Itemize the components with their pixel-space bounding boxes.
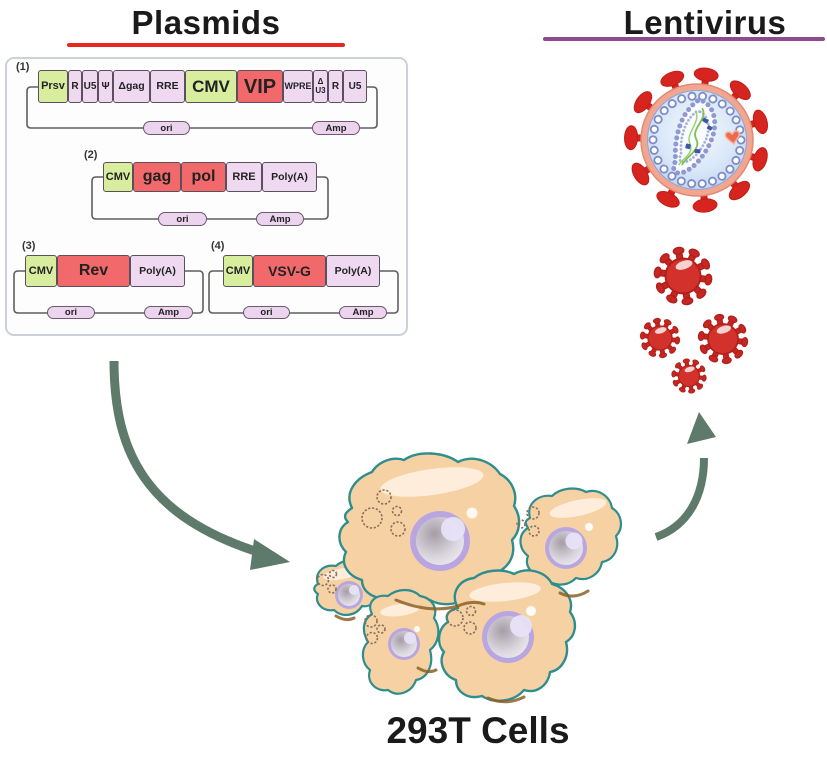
p3-amp: Amp bbox=[144, 306, 193, 319]
cell bbox=[437, 569, 577, 702]
plasmid2-number: (2) bbox=[84, 149, 98, 161]
lentivirus-underline bbox=[543, 37, 825, 41]
release-arrowhead bbox=[687, 412, 716, 444]
envelope-spikes bbox=[624, 67, 769, 213]
cell bbox=[338, 452, 527, 608]
p1-seg-du3: Δ U3 bbox=[313, 70, 328, 103]
plasmid3-number: (3) bbox=[22, 240, 36, 252]
p1-seg-dgag: Δgag bbox=[113, 70, 150, 103]
p1-seg-cmv: CMV bbox=[185, 70, 237, 103]
p1-seg-u5b: U5 bbox=[343, 70, 367, 103]
p4-amp: Amp bbox=[339, 306, 387, 319]
p4-seg-cmv: CMV bbox=[223, 255, 253, 287]
capsid-core bbox=[671, 97, 718, 176]
plasmid-panel bbox=[5, 57, 408, 336]
plasmid-backbones bbox=[13, 86, 399, 314]
plasmid1-number: (1) bbox=[16, 61, 30, 73]
plasmid4-number: (4) bbox=[211, 240, 225, 252]
cell-cluster bbox=[313, 452, 622, 704]
p1-seg-vip: VIP bbox=[237, 70, 283, 103]
cell-crevices bbox=[334, 589, 590, 704]
p1-seg-r1: R bbox=[68, 70, 82, 103]
plasmid2-backbone bbox=[91, 176, 329, 220]
accessory-protein-heart bbox=[724, 130, 741, 146]
p1-seg-u5a: U5 bbox=[82, 70, 98, 103]
plasmid1-backbone bbox=[26, 86, 378, 129]
p2-seg-rre: RRE bbox=[226, 162, 262, 192]
p3-ori: ori bbox=[47, 306, 95, 319]
p3-seg-cmv: CMV bbox=[25, 255, 57, 287]
cell bbox=[361, 588, 440, 695]
p2-amp: Amp bbox=[256, 212, 304, 226]
p3-seg-rev: Rev bbox=[57, 255, 130, 287]
virus-particle-small bbox=[639, 317, 681, 359]
release-arrow bbox=[654, 412, 716, 541]
cell bbox=[519, 487, 622, 586]
p1-seg-r2: R bbox=[328, 70, 343, 103]
p2-seg-polya: Poly(A) bbox=[262, 162, 317, 192]
cells-label: 293T Cells bbox=[386, 710, 570, 751]
p1-seg-du3-bottom: U3 bbox=[315, 85, 326, 95]
transfection-arrow bbox=[109, 360, 290, 570]
p2-seg-gag: gag bbox=[133, 162, 181, 192]
p2-ori: ori bbox=[158, 212, 207, 226]
virus-particle-small bbox=[652, 245, 714, 307]
p4-ori: ori bbox=[243, 306, 290, 319]
transfection-arrowhead bbox=[250, 539, 290, 570]
p1-seg-prsv: Prsv bbox=[38, 70, 68, 103]
p1-seg-du3-top: Δ bbox=[317, 77, 324, 87]
p1-amp: Amp bbox=[312, 121, 360, 135]
plasmids-underline bbox=[67, 43, 345, 47]
rna-strand bbox=[678, 110, 698, 166]
p2-seg-cmv: CMV bbox=[103, 162, 133, 192]
lentivirus-particle bbox=[624, 67, 769, 213]
p2-seg-pol: pol bbox=[181, 162, 226, 192]
plasmid-rosettes bbox=[316, 489, 540, 645]
virus-particle-small bbox=[697, 313, 749, 365]
p4-seg-polya: Poly(A) bbox=[326, 255, 380, 287]
lentivirus-title: Lentivirus bbox=[623, 4, 787, 41]
plasmids-title: Plasmids bbox=[131, 4, 281, 41]
matrix-bead-ring bbox=[648, 91, 746, 189]
rna-strand bbox=[681, 107, 705, 166]
p1-seg-psi: Ψ bbox=[98, 70, 113, 103]
virus-particle-small bbox=[670, 357, 708, 395]
p4-seg-vsvg: VSV-G bbox=[253, 255, 326, 287]
p1-ori: ori bbox=[143, 121, 190, 135]
enzyme-proteins bbox=[685, 117, 713, 154]
p1-seg-rre: RRE bbox=[150, 70, 185, 103]
plasmid4-backbone bbox=[208, 270, 399, 314]
p1-seg-wpre: WPRE bbox=[283, 70, 313, 103]
p3-seg-polya: Poly(A) bbox=[130, 255, 185, 287]
plasmid3-backbone bbox=[13, 270, 204, 314]
